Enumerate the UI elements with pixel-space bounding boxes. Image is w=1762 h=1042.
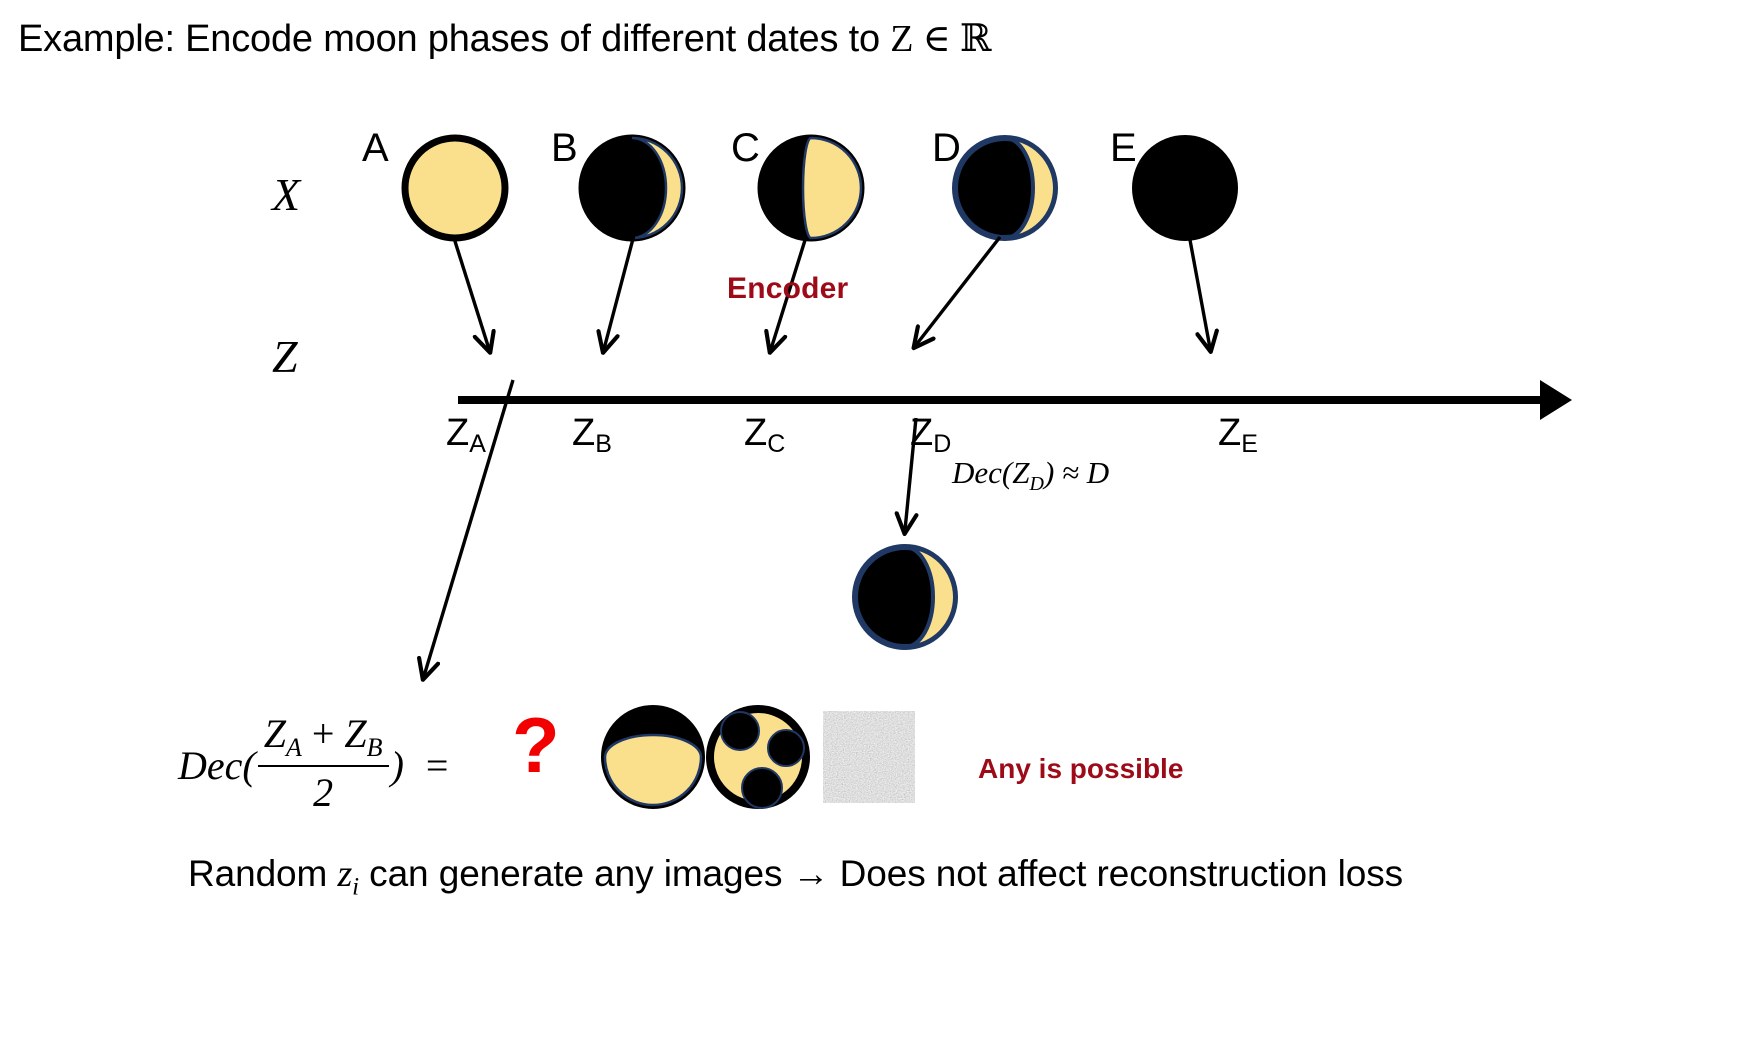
bottom-caption-symbol: zi [337, 853, 359, 901]
question-mark: ? [512, 701, 560, 789]
z-tick-label-d: ZD [910, 412, 952, 458]
moon-letter-c: C [731, 126, 760, 170]
interp-num-right: Z [344, 711, 367, 756]
interp-dec-suffix: ) [390, 742, 404, 788]
z-tick-sub-d: D [933, 430, 952, 458]
any-is-possible-label: Any is possible [978, 753, 1184, 784]
z-tick-base-c: Z [744, 412, 768, 454]
z-tick-label-a: ZA [446, 412, 486, 458]
moon-letter-a: A [362, 126, 389, 170]
encoder-arrow-b [604, 234, 636, 349]
row-label-z: Z [272, 331, 298, 382]
decoder-equation: Dec(ZD) ≈ D [952, 455, 1109, 496]
page-title-text: Example: Encode moon phases of different… [18, 18, 891, 60]
z-tick-label-c: ZC [744, 412, 786, 458]
interp-num-left-sub: A [285, 733, 302, 762]
z-tick-base-d: Z [910, 412, 934, 454]
candidate-noise-image [823, 711, 915, 803]
decoded-moon-d [852, 544, 958, 650]
z-tick-label-b: ZB [572, 412, 612, 458]
moon-letter-e: E [1110, 126, 1137, 170]
moon-d [952, 135, 1058, 241]
interp-fraction-bar [257, 765, 389, 767]
interpolation-equation: Dec( ZA + ZB 2 ) = [178, 710, 449, 818]
bottom-caption: Random zi can generate any images → Does… [188, 852, 1403, 902]
interp-fraction: ZA + ZB 2 [257, 710, 389, 816]
interp-num-left: Z [263, 711, 286, 756]
moon-a [401, 134, 509, 242]
interp-denominator: 2 [313, 770, 334, 815]
encoder-arrow-d [916, 235, 1002, 345]
encoder-label: Encoder [727, 272, 849, 305]
z-axis-line [458, 396, 1548, 404]
decoder-equation-tail: ) ≈ D [1043, 455, 1110, 490]
interp-dec-prefix: Dec( [178, 742, 256, 788]
moon-c [757, 134, 865, 242]
bottom-caption-middle: can generate any images → [359, 853, 840, 894]
encoder-arrow-e [1188, 239, 1210, 348]
z-tick-base-b: Z [572, 412, 596, 454]
decoder-equation-sub: D [1029, 473, 1044, 496]
decoder-equation-head: Dec(Z [952, 455, 1030, 490]
candidate-half-dark-top-moon [601, 705, 705, 809]
z-tick-label-e: ZE [1218, 412, 1258, 458]
bottom-caption-prefix: Random [188, 853, 338, 894]
interp-num-right-sub: B [366, 733, 383, 762]
encoder-arrow-a [451, 234, 489, 349]
moon-b [578, 134, 686, 242]
moon-letter-d: D [932, 126, 961, 170]
page-title-math: Z ∈ ℝ [890, 18, 992, 60]
z-tick-sub-e: E [1241, 430, 1258, 458]
row-label-x: X [272, 169, 301, 220]
interp-numerator: ZA + ZB [258, 710, 389, 765]
interp-num-plus: + [301, 711, 345, 756]
z-tick-sub-b: B [595, 430, 612, 458]
moon-e [1132, 135, 1238, 241]
bottom-caption-symbol-base: z [337, 853, 353, 895]
interp-equals: = [425, 742, 449, 788]
z-tick-base-e: Z [1218, 412, 1242, 454]
z-tick-base-a: Z [446, 412, 470, 454]
candidate-cratered-moon [706, 705, 810, 809]
z-tick-sub-a: A [469, 430, 486, 458]
moon-letter-b: B [551, 126, 578, 170]
z-axis-arrowhead [1540, 380, 1572, 420]
page-title: Example: Encode moon phases of different… [18, 16, 991, 62]
bottom-caption-suffix: Does not affect reconstruction loss [839, 853, 1404, 894]
bottom-caption-symbol-sub: i [352, 873, 359, 901]
z-tick-sub-c: C [767, 430, 786, 458]
